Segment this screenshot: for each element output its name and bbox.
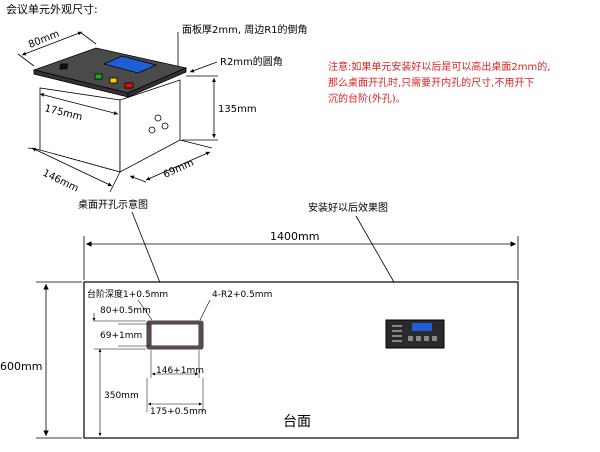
installed-unit-key (408, 336, 413, 341)
table-top-outline (83, 281, 519, 439)
dim-146-label: 146mm (41, 168, 80, 195)
dim-80-ext (79, 31, 97, 45)
callout-panel-label: 面板厚2mm, 周边R1的倒角 (182, 23, 308, 36)
unit-yellow-button (109, 77, 118, 84)
dim-600-label: 600mm (0, 360, 42, 373)
note-line-3: 沉的台阶(外孔)。 (328, 92, 406, 105)
dim-80-ext (17, 53, 35, 67)
callout-corner-label: R2mm的圆角 (220, 55, 283, 68)
unit-side-hole (154, 114, 162, 122)
dim-175-line (39, 93, 119, 115)
dim-69-ext (129, 175, 147, 183)
dim-135-label: 135mm (218, 104, 257, 115)
unit-black-button (59, 63, 69, 70)
unit-front-face (39, 87, 121, 173)
label-installed-effect: 安装好以后效果图 (308, 201, 388, 214)
callout-corner-leader (189, 61, 218, 73)
leader-step-depth (137, 299, 153, 321)
page-title: 会议单元外观尺寸: (6, 2, 98, 16)
outer-height-label: 80+0.5mm (100, 306, 151, 316)
hole-step-bottom (151, 346, 199, 349)
installed-unit-key (392, 340, 402, 342)
edge-offset-label: 350mm (104, 391, 139, 401)
inner-height-label: 69+1mm (100, 331, 142, 341)
dim-1400-label: 1400mm (270, 230, 319, 243)
installed-unit-key (392, 330, 402, 332)
installed-unit-key (432, 336, 437, 341)
step-depth-label: 台阶深度1+0.5mm (87, 288, 168, 300)
unit-red-button (124, 82, 134, 89)
unit-side-hole (148, 126, 156, 134)
hole-inner-cut (150, 323, 200, 347)
hole-step-right (199, 321, 203, 349)
note-line-1: 注意:如果单元安装好以后是可以高出桌面2mm的, (328, 60, 550, 73)
installed-unit-key (424, 336, 429, 341)
unit-drawing (17, 31, 218, 193)
dim-69-label: 69mm (162, 158, 196, 181)
unit-side-hole (161, 122, 169, 130)
hole-step-top (151, 321, 199, 324)
dim-80-line (21, 31, 83, 56)
dim-69-ext (179, 139, 213, 149)
installed-unit (385, 319, 445, 349)
unit-lcd-screen (102, 55, 158, 74)
table-surface-label: 台面 (283, 414, 311, 430)
table-drawing (36, 236, 519, 439)
inner-width-label: 146+1mm (156, 366, 204, 376)
installed-unit-key (416, 336, 421, 341)
dim-69-line (145, 151, 211, 181)
dim-146-ext (109, 171, 121, 193)
hole-step-left (147, 321, 151, 349)
installed-unit-screen (412, 323, 432, 331)
dim-80-label: 80mm (27, 29, 61, 51)
unit-green-button (94, 73, 103, 80)
installed-unit-key (392, 335, 402, 337)
installed-unit-key (392, 325, 402, 327)
label-hole-diagram: 桌面开孔示意图 (78, 198, 148, 211)
leader-corner (199, 299, 211, 321)
unit-panel-edge-side (127, 67, 187, 98)
corner-label: 4-R2+0.5mm (212, 290, 272, 300)
note-line-2: 那么桌面开孔时,只需要开内孔的尺寸,不用开下 (328, 76, 534, 89)
outer-width-label: 175+0.5mm (150, 407, 207, 417)
dim-146-line (31, 147, 113, 187)
